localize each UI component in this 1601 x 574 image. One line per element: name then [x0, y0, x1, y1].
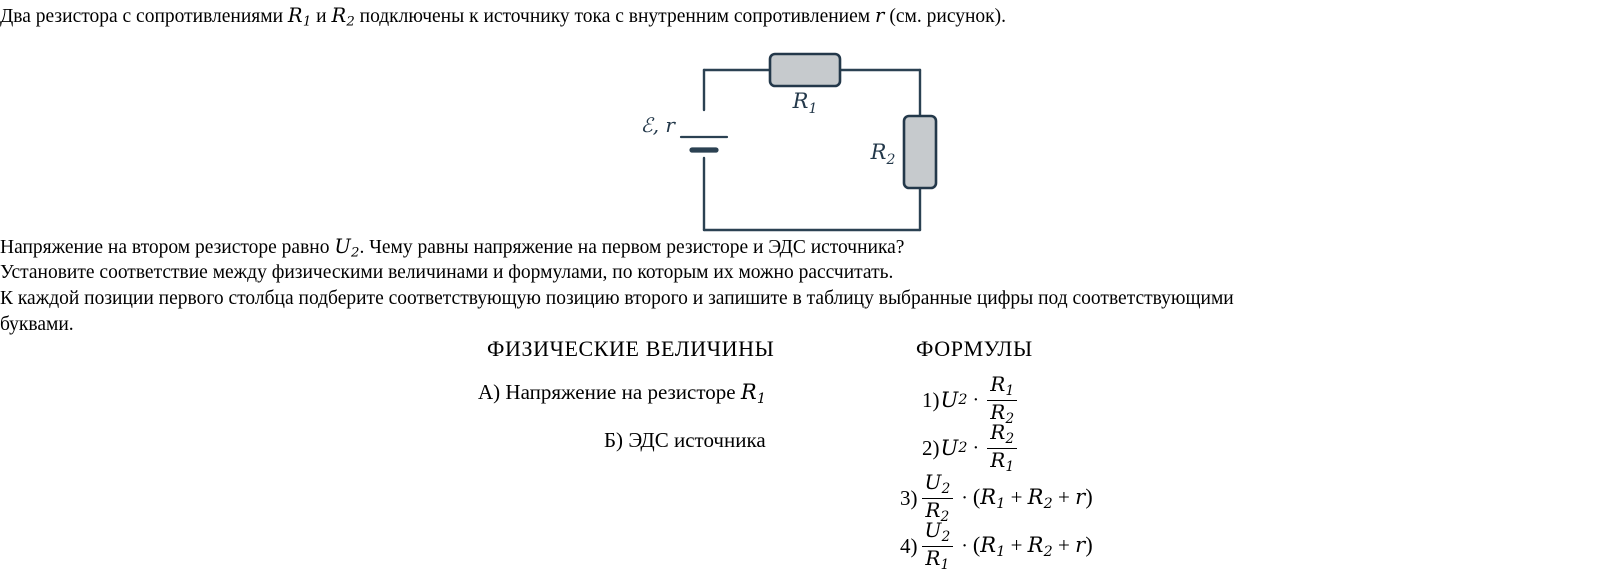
quantity-b-marker: Б) [604, 428, 624, 452]
formula-1-lead-var: U [940, 388, 959, 413]
u2-text-part2: . Чему равны напряжение на первом резист… [359, 237, 905, 258]
formula-3-fraction: U2 R2 [921, 470, 954, 525]
formula-1-denominator: R2 [990, 399, 1015, 427]
resistor-r1-body [768, 52, 842, 88]
intro-var-r1: R [287, 4, 303, 27]
answer-instruction-line-2: буквами. [0, 314, 74, 335]
u2-paragraph: Напряжение на втором резисторе равно U2.… [0, 234, 904, 267]
formula-2-denominator: R1 [990, 447, 1015, 475]
intro-var-r2-subscript: 2 [346, 14, 355, 30]
quantity-item-a: А) Напряжение на резисторе R1 [478, 380, 766, 407]
intro-text-part1: Два резистора с сопротивлениями [0, 6, 288, 27]
formula-item-3: 3) U2 R2 · (R1 + R2 + r) [900, 472, 1093, 525]
intro-var-r: r [875, 4, 885, 27]
quantity-b-text: ЭДС источника [628, 428, 766, 452]
formula-1-number: 1) [922, 387, 940, 412]
formula-2-lead-var: U [940, 436, 959, 461]
formula-1-fraction-bar [987, 399, 1018, 401]
column-header-formulas: ФОРМУЛЫ [916, 336, 1033, 361]
formula-1-numerator: R1 [990, 372, 1015, 399]
formula-2-fraction: R2 R1 [987, 420, 1018, 475]
intro-var-r2: R [331, 4, 347, 27]
quantity-a-marker: А) [478, 380, 501, 404]
formula-2-numerator: R2 [990, 420, 1015, 447]
resistor-r1-label: R1 [792, 89, 818, 117]
quantity-item-b: Б) ЭДС источника [604, 428, 766, 453]
formula-4-numerator: U2 [924, 518, 951, 545]
intro-text-part3: подключены к источнику тока с внутренним… [354, 6, 875, 27]
circuit-diagram: R1 R2 ℰ, r [600, 40, 1000, 240]
matching-columns: ФИЗИЧЕСКИЕ ВЕЛИЧИНЫ ФОРМУЛЫ А) Напряжени… [0, 332, 1601, 574]
formula-3-operator: · [961, 486, 968, 509]
u2-var: U [334, 235, 351, 258]
formula-2-operator: · [972, 436, 980, 459]
intro-text-part2: и [311, 6, 332, 27]
resistor-r2-label: R2 [870, 140, 896, 168]
quantity-a-text: Напряжение на резисторе [505, 380, 741, 404]
formula-3-fraction-bar [921, 497, 954, 499]
formula-1-lead-subscript: 2 [958, 392, 968, 409]
quantity-a-var: R [740, 380, 757, 404]
intro-text-part4: (см. рисунок). [884, 6, 1007, 27]
u2-text-part1: Напряжение на втором резисторе равно [0, 237, 335, 258]
formula-3-number: 3) [900, 485, 918, 510]
column-header-quantities: ФИЗИЧЕСКИЕ ВЕЛИЧИНЫ [487, 336, 775, 361]
formula-4-denominator: R1 [925, 545, 950, 573]
formula-1-fraction: R1 R2 [987, 372, 1018, 427]
formula-4-fraction: U2 R1 [921, 518, 954, 573]
formula-1-operator: · [972, 388, 980, 411]
formula-3-numerator: U2 [924, 470, 951, 497]
quantity-a-var-subscript: 1 [756, 390, 766, 407]
source-label: ℰ, r [641, 113, 677, 137]
formula-2-fraction-bar [987, 447, 1018, 449]
u2-var-subscript: 2 [351, 245, 360, 261]
formula-4-tail: (R1 + R2 + r) [972, 532, 1093, 561]
intro-paragraph: Два резистора с сопротивлениями R1 и R2 … [0, 3, 1006, 36]
formula-3-denominator: R2 [925, 497, 950, 525]
formula-2-number: 2) [922, 435, 940, 460]
formula-4-fraction-bar [921, 545, 954, 547]
formula-4-operator: · [961, 534, 968, 557]
matching-instruction: Установите соответствие между физическим… [0, 262, 894, 283]
circuit-wires [702, 68, 922, 232]
intro-var-r1-subscript: 1 [302, 14, 312, 30]
formula-2-lead-subscript: 2 [958, 440, 968, 457]
battery-symbol [679, 135, 729, 153]
formula-item-4: 4) U2 R1 · (R1 + R2 + r) [900, 520, 1093, 573]
formula-3-tail: (R1 + R2 + r) [972, 484, 1093, 513]
resistor-r2-body [902, 114, 938, 190]
formula-4-number: 4) [900, 533, 918, 558]
answer-instruction-line-1: К каждой позиции первого столбца подбери… [0, 288, 1234, 309]
